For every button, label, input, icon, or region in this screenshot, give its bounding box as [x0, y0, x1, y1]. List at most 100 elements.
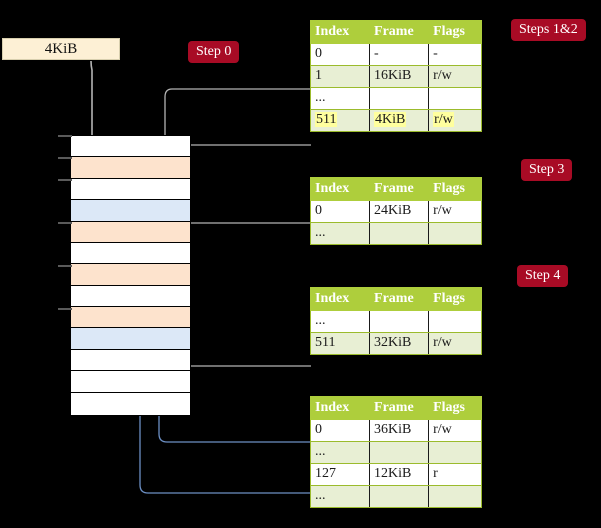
table-cell-frame: 24KiB	[369, 200, 430, 223]
memory-row	[71, 178, 190, 201]
table-cell-flags	[428, 87, 482, 110]
table-cell-flags	[428, 441, 482, 464]
wire-t4row511-to-memory	[174, 144, 311, 162]
badge-step-0-label: Step 0	[196, 44, 232, 59]
table-cell-flags: r	[428, 463, 482, 486]
table-cell-frame: -	[369, 43, 430, 66]
table-cell-frame	[369, 441, 430, 464]
badge-step-0: Step 0	[188, 41, 240, 63]
table-cell-frame: 16KiB	[369, 65, 430, 88]
badge-step-4-label: Step 4	[525, 268, 561, 283]
memory-tick	[58, 222, 72, 224]
wire-t2row511-to-memory	[170, 318, 311, 367]
table-cell-flags: -	[428, 43, 482, 66]
memory-tick	[58, 308, 72, 310]
table-row: ...	[309, 485, 482, 508]
table-cell-flags: r/w	[428, 109, 482, 132]
table-cell-flags: r/w	[428, 65, 482, 88]
badge-steps-1-2-label: Steps 1&2	[519, 22, 578, 37]
table-cell-frame	[369, 222, 430, 245]
table-cell-flags	[428, 310, 482, 333]
table-cell-index: ...	[309, 222, 371, 245]
column-header-index: Index	[309, 20, 371, 44]
column-header-flags: Flags	[428, 396, 482, 420]
memory-row	[71, 307, 190, 329]
size-label-4kib: 4KiB	[2, 38, 120, 60]
column-header-frame: Frame	[369, 177, 430, 201]
table-cell-flags	[428, 485, 482, 508]
table-cell-flags: r/w	[428, 332, 482, 355]
table-cell-flags: r/w	[428, 419, 482, 442]
table-row: ...	[309, 222, 482, 245]
column-header-frame: Frame	[369, 20, 430, 44]
table-cell-index: ...	[309, 441, 371, 464]
memory-row	[71, 328, 190, 350]
memory-row	[71, 136, 190, 158]
memory-row	[71, 221, 190, 243]
memory-row	[71, 349, 190, 372]
table-cell-frame: 32KiB	[369, 332, 430, 355]
badge-step-3: Step 3	[521, 159, 573, 181]
memory-row	[71, 242, 190, 265]
memory-tick	[58, 135, 72, 137]
table-cell-index: 511	[309, 109, 371, 132]
memory-tick	[58, 157, 72, 159]
memory-tick	[58, 265, 72, 267]
wire-t3row0-to-memory	[176, 222, 311, 302]
table-row: ...	[309, 87, 482, 110]
column-header-flags: Flags	[428, 20, 482, 44]
table-cell-frame: 4KiB	[369, 109, 430, 132]
column-header-frame: Frame	[369, 287, 430, 311]
badge-step-4: Step 4	[517, 265, 569, 287]
table-row: 0--	[309, 43, 482, 66]
table-cell-frame	[369, 87, 430, 110]
table-cell-frame: 12KiB	[369, 463, 430, 486]
table-cell-index: 0	[309, 43, 371, 66]
table-cell-index: ...	[309, 87, 371, 110]
table-cell-flags: r/w	[428, 200, 482, 223]
badge-steps-1-2: Steps 1&2	[511, 19, 586, 41]
size-label-text: 4KiB	[44, 41, 78, 57]
badge-step-3-label: Step 3	[529, 162, 565, 177]
memory-row	[71, 285, 190, 307]
table-row: ...	[309, 310, 482, 333]
table-row: ...	[309, 441, 482, 464]
column-header-index: Index	[309, 177, 371, 201]
column-header-index: Index	[309, 396, 371, 420]
physical-memory-column	[70, 135, 191, 416]
table-cell-index: 511	[309, 332, 371, 355]
table-cell-flags	[428, 222, 482, 245]
column-header-index: Index	[309, 287, 371, 311]
column-header-flags: Flags	[428, 177, 482, 201]
table-cell-frame	[369, 310, 430, 333]
table-cell-index: 1	[309, 65, 371, 88]
table-cell-index: 0	[309, 419, 371, 442]
table-cell-index: ...	[309, 310, 371, 333]
column-header-flags: Flags	[428, 287, 482, 311]
memory-row	[71, 371, 190, 393]
memory-row	[71, 200, 190, 222]
table-cell-index: ...	[309, 485, 371, 508]
memory-row	[71, 264, 190, 286]
table-cell-index: 127	[309, 463, 371, 486]
memory-row	[71, 157, 190, 179]
memory-row	[71, 392, 190, 414]
column-header-frame: Frame	[369, 396, 430, 420]
memory-tick	[58, 179, 72, 181]
table-cell-frame: 36KiB	[369, 419, 430, 442]
table-cell-frame	[369, 485, 430, 508]
